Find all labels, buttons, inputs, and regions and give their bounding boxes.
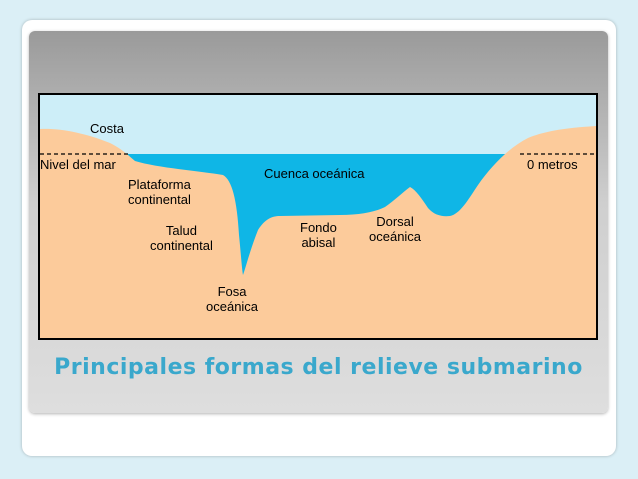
label-cero-metros: 0 metros xyxy=(527,157,578,172)
slide-title: Principales formas del relieve submarino xyxy=(54,355,583,380)
label-cuenca-oceanica: Cuenca oceánica xyxy=(264,166,365,181)
label-talud-continental: Talud continental xyxy=(150,223,213,253)
seafloor-land xyxy=(40,126,596,338)
label-fondo-abisal: Fondo abisal xyxy=(300,220,337,250)
seafloor-diagram xyxy=(38,93,598,340)
label-plataforma-continental: Plataforma continental xyxy=(128,177,191,207)
label-dorsal-oceanica: Dorsal oceánica xyxy=(369,214,422,244)
seafloor-cross-section xyxy=(40,95,596,338)
label-fosa-oceanica: Fosa oceánica xyxy=(206,284,259,314)
label-costa: Costa xyxy=(90,121,124,136)
label-nivel-del-mar: Nivel del mar xyxy=(40,157,116,172)
